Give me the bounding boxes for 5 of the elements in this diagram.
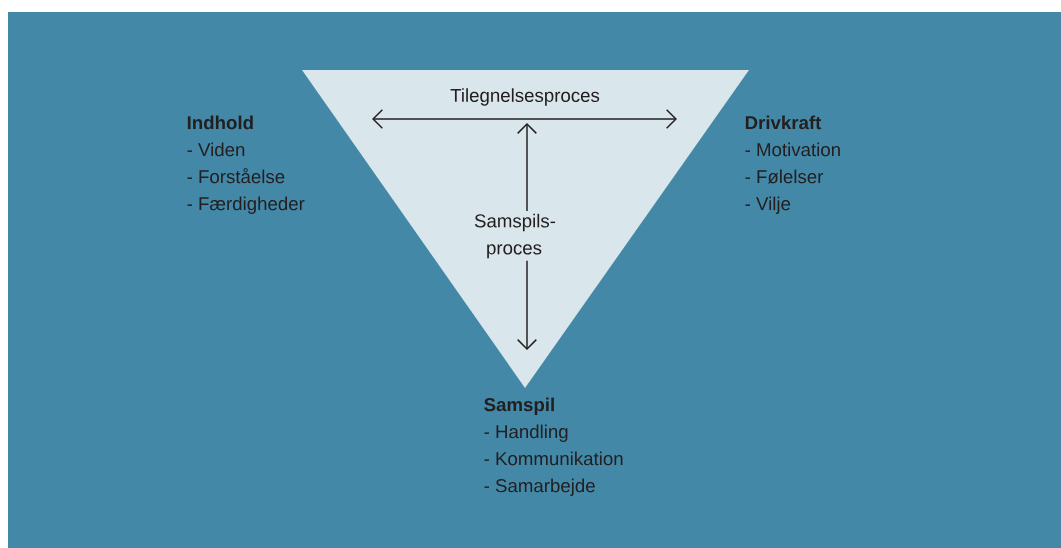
text-list: Indhold - Viden - Forståelse - Færdigheder [187, 115, 305, 214]
process-label: Tilegnelsesproces [450, 88, 600, 106]
text-list: Drivkraft - Motivation - Følelser - Vilje [745, 115, 840, 214]
process-label: Samspils- proces [474, 213, 556, 259]
text-list: Samspil - Handling - Kommunikation - Samarbejde [484, 397, 623, 496]
